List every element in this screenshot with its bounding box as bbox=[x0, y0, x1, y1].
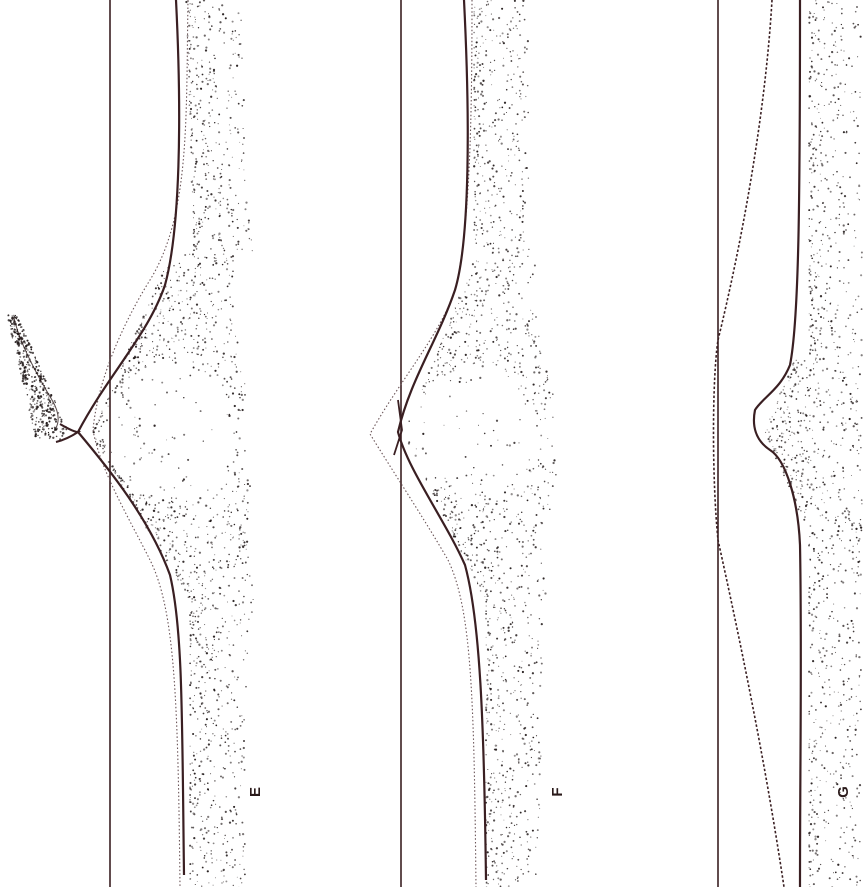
stipple-region-g bbox=[765, 0, 863, 887]
panel-e-dotted-profile bbox=[93, 0, 188, 887]
stipple-region-e bbox=[7, 0, 253, 887]
panel-e-label: E bbox=[247, 787, 264, 797]
panel-g-label: G bbox=[835, 786, 852, 798]
panel-e-solid-profile bbox=[78, 0, 184, 875]
stipple-region-f bbox=[408, 0, 557, 887]
panel-g-solid-profile bbox=[754, 0, 801, 887]
panel-f-label: F bbox=[549, 787, 566, 796]
panel-g: G bbox=[714, 0, 863, 887]
panel-f-solid-profile bbox=[398, 0, 486, 880]
panel-f-dotted-profile bbox=[370, 0, 476, 887]
panel-f: F bbox=[370, 0, 566, 887]
panel-g-dashed-diagonal bbox=[714, 0, 785, 887]
panel-e: E bbox=[7, 0, 264, 887]
